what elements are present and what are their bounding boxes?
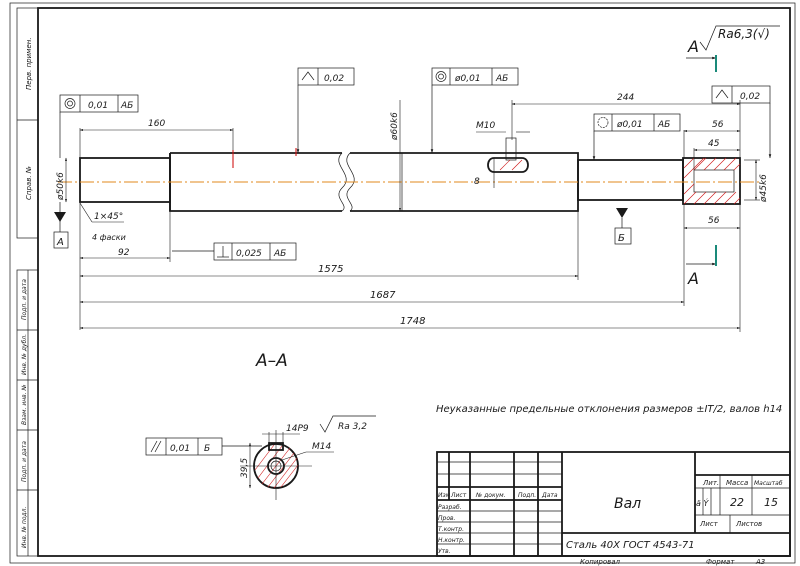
tolerance-note: Неуказанные предельные отклонения размер… [436,404,782,415]
dimensions: ø50k6 ø60k6 ø45k6 160 244 56 45 56 [56,93,769,332]
section-mark-bottom: A [687,269,699,288]
datum-b: Б [614,208,632,245]
footer-format-value: А3 [755,558,765,566]
tol-parallel-value: 0,01 [170,444,190,454]
tb-row-razrab: Разраб. [438,504,462,511]
end-thread-hatch [683,157,741,205]
tol-runout-mid-value: 0,02 [324,74,344,84]
dim-chamfer-note: 4 фаски [92,233,126,242]
tb-sheets-label: Листов [735,520,762,528]
tb-name: Вал [614,496,641,512]
tb-hdr-date: Дата [541,492,558,499]
section-mark-top: A [687,37,699,56]
sidebar-field-2: Справ. № [25,166,33,200]
tb-row-nkontr: Н.контр. [438,537,465,544]
dim-1687: 1687 [370,290,396,301]
section-view-title: А–А [255,351,288,371]
dim-56-top: 56 [712,120,724,130]
dim-chamfer: 1×45° [94,212,123,222]
tol-runout-right-value: 0,02 [740,92,760,102]
tb-material: Сталь 40Х ГОСТ 4543-71 [566,540,695,551]
tol-runout-right: 0,02 [711,85,772,159]
dim-45: 45 [708,139,720,149]
tb-mass-value: 22 [730,496,744,509]
tb-hdr-izm: Изм [438,492,451,499]
tb-scale-value: 15 [764,496,778,509]
tol-perp-value: 0,025 [236,249,262,259]
dim-d-mid: ø60k6 [390,112,400,141]
datum-b-label: Б [618,233,625,244]
tb-row-prov: Пров. [438,515,456,522]
tol-coax-right-value: ø0,01 [616,120,643,130]
dim-m10: M10 [476,121,495,131]
tol-perp-base: АБ [273,249,286,259]
tol-runout-left-base: АБ [120,101,133,111]
dim-160: 160 [148,119,165,129]
dim-m14: M14 [312,442,331,452]
title-block: Изм Лист № докум. Подп. Дата Разраб. Про… [436,451,791,557]
tol-runout-mid: 0,02 [296,67,355,154]
roughness-general: Ra6,3(√) [718,27,770,41]
dim-395: 39,5 [240,458,250,478]
dim-d-left: ø50k6 [56,172,66,201]
dim-1575: 1575 [318,264,343,275]
tol-runout-left-value: 0,01 [88,101,108,111]
dim-keyway-roughness: Ra 3,2 [338,422,367,432]
tol-runout-left: 0,01 АБ [59,94,139,158]
sidebar-field-1: Перв. примен. [25,37,33,90]
footer-copied: Копировал [580,558,621,566]
tol-coax-right: ø0,01 АБ [592,113,681,161]
dim-1748: 1748 [400,316,425,327]
sidebar-field-7: Инв. № подл. [21,507,28,548]
sidebar-stamp: Перв. примен. Справ. № Подп. и дата Инв.… [16,7,39,557]
tb-hdr-list: Лист [450,492,467,499]
dim-244: 244 [617,93,634,103]
tb-lit-value: ä Ý [696,497,709,508]
dim-56-bottom: 56 [708,216,720,226]
datum-a-label: А [56,237,64,248]
section-view: А–А 14P9 Ra 3,2 M14 39,5 [240,351,376,500]
tol-perp: 0,025 АБ [172,242,297,261]
tol-parallel-base: Б [204,444,210,454]
dim-d-right: ø45k6 [759,174,769,203]
tb-sheet-label: Лист [699,520,719,528]
tol-coax-center-value: ø0,01 [454,74,481,84]
footer-format: Формат [706,558,735,566]
tb-col-lit: Лит. [702,479,719,487]
dim-92: 92 [118,248,130,258]
tb-hdr-sign: Подп. [518,492,536,499]
tol-coax-center: ø0,01 АБ [430,67,519,154]
section-marks: A A Ra6,3(√) [686,25,780,288]
sidebar-field-4: Инв. № дубл. [21,334,28,375]
tol-parallel: 0,01 Б [145,437,262,456]
tb-col-mass: Масса [726,479,748,487]
datum-a: А [53,202,69,249]
sidebar-field-6: Подп. и дата [21,441,28,482]
dim-8: 8 [474,177,480,187]
tol-coax-center-base: АБ [495,74,508,84]
sidebar-field-3: Подп. и дата [21,279,28,320]
dim-keyway: 14P9 [286,424,309,434]
tb-row-utv: Утв. [438,548,451,555]
tb-row-tkontr: Т.контр. [438,526,464,533]
shaft-body [58,137,760,212]
tb-hdr-doc: № докум. [475,492,506,499]
tb-col-scale: Масштаб [754,480,783,487]
tol-coax-right-base: АБ [657,120,670,130]
sidebar-field-5: Взам. инв. № [21,384,28,425]
sheet-frame [9,2,796,564]
